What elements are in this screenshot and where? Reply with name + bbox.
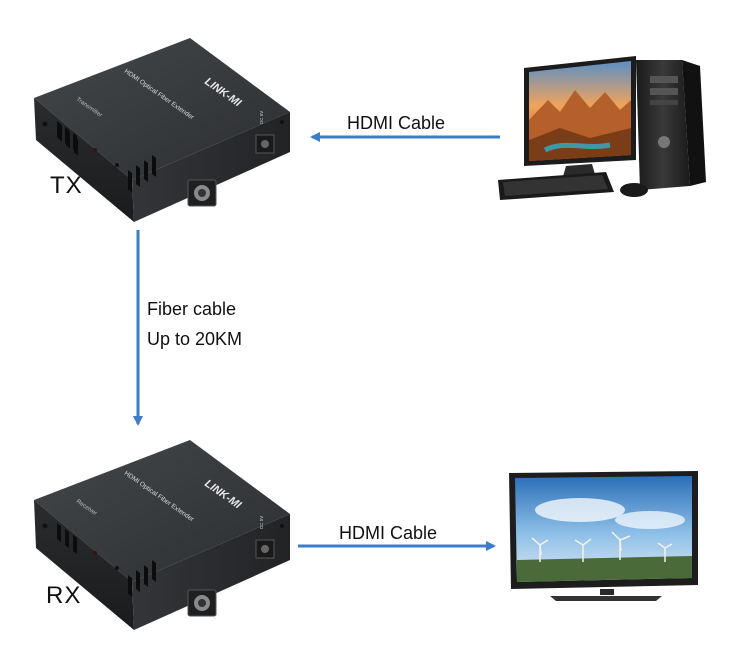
tx-power-label: DC 5V: [259, 111, 264, 124]
rx-power-label: DC 5V: [259, 516, 264, 529]
rx-tag: RX: [46, 582, 82, 609]
source-cable-label: HDMI Cable: [347, 113, 446, 133]
display-cable-label: HDMI Cable: [339, 523, 438, 543]
television-icon: [509, 471, 698, 601]
fiber-cable-label: Fiber cable: [147, 299, 237, 319]
receiver-device: LINK-MI HDMI Optical Fiber Extender Rece…: [34, 440, 290, 630]
desktop-computer-icon: [498, 56, 706, 200]
tx-tag: TX: [50, 172, 83, 199]
fiber-distance-label: Up to 20KM: [147, 329, 243, 349]
transmitter-device: LINK-MI HDMI Optical Fiber Extender Tran…: [34, 38, 290, 222]
